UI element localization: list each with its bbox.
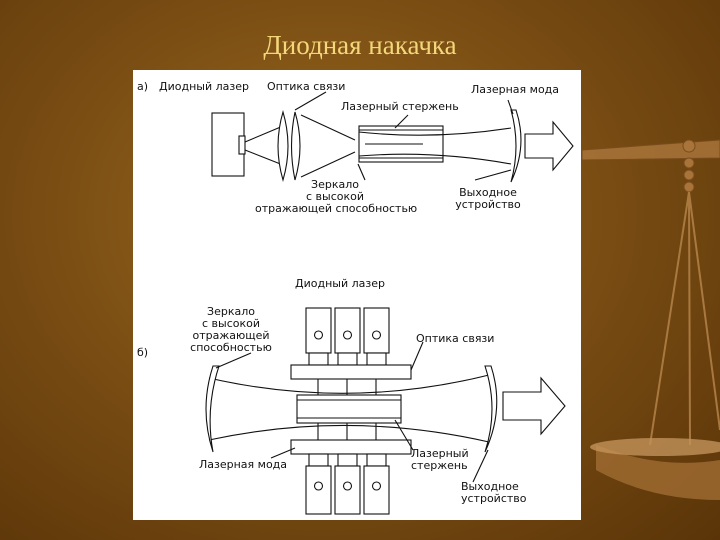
a-output-arrow: [524, 120, 574, 172]
b-hr-mirror: [205, 365, 220, 453]
a-output-device-label: Выходное устройство: [455, 186, 521, 211]
a-laser-rod-label: Лазерный стержень: [341, 100, 459, 113]
b-top-diode-stack: [305, 307, 390, 366]
b-diode-laser-label: Диодный лазер: [295, 277, 385, 290]
b-coupling-optics-label: Оптика связи: [416, 332, 495, 345]
b-laser-rod: [296, 394, 402, 424]
a-coupling-lens-1: [277, 110, 289, 182]
b-output-device-label: Выходное устройство: [461, 480, 527, 505]
b-laser-mode-bottom: [208, 424, 490, 443]
a-diode-laser-label: Диодный лазер: [159, 80, 249, 93]
a-laser-mode-label: Лазерная мода: [471, 83, 560, 96]
b-bottom-coupling-optics: [290, 439, 412, 455]
a-hr-mirror-label: Зеркало с высокой отражающей способность…: [255, 178, 418, 215]
panel-b-drawing: [205, 307, 566, 515]
a-output-mirror: [510, 109, 522, 183]
laser-diagram-svg: [205, 91, 574, 515]
b-top-coupling-optics: [290, 364, 412, 380]
b-laser-rod-label: Лазерный стержень: [411, 447, 469, 472]
b-bottom-diode-stack: [305, 453, 390, 515]
panel-a-drawing: [211, 91, 574, 183]
b-laser-mode-label: Лазерная мода: [199, 458, 288, 471]
b-hr-mirror-label: Зеркало с высокой отражающей способность…: [190, 305, 272, 354]
panel-b-letter: б): [137, 346, 149, 359]
a-coupling-optics-label: Оптика связи: [267, 80, 346, 93]
panel-a-letter: а): [137, 80, 149, 93]
b-output-arrow: [502, 376, 566, 436]
b-laser-mode-top: [208, 374, 490, 394]
page-title: Диодная накачка: [263, 30, 457, 60]
laser-diagram-figure: а) Диодный лазер Оптика связи Лазерная м…: [133, 70, 581, 520]
b-output-mirror: [484, 365, 498, 453]
a-coupling-lens-2: [290, 111, 301, 181]
